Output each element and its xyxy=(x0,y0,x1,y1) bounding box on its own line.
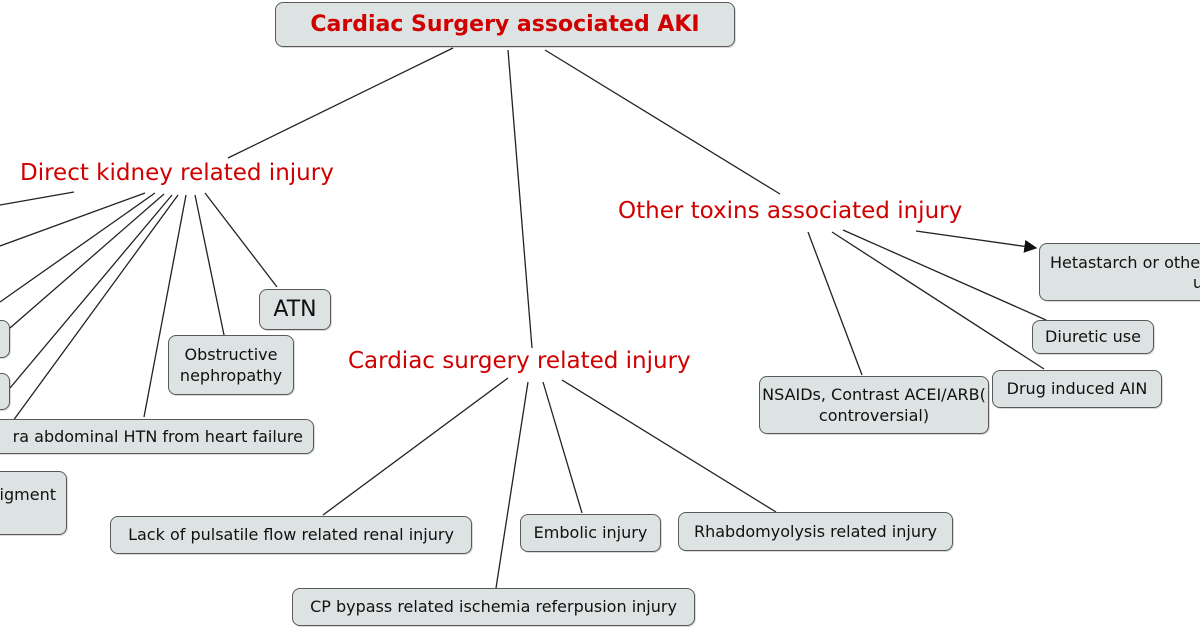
category-other-toxins: Other toxins associated injury xyxy=(618,198,963,224)
node-rhabdomyolysis: Rhabdomyolysis related injury xyxy=(678,512,953,551)
connector-direct-offleft-1 xyxy=(0,191,75,206)
node-drug-induced-ain: Drug induced AIN xyxy=(992,370,1162,408)
connector-surgery-rhabdo xyxy=(561,379,777,513)
node-diuretic-use: Diuretic use xyxy=(1032,320,1154,354)
connector-surgery-bypass xyxy=(495,381,529,589)
connector-direct-box2 xyxy=(9,194,173,389)
connector-direct-box3 xyxy=(9,194,179,426)
connector-direct-obstructive xyxy=(194,194,225,336)
connector-surgery-embolic xyxy=(542,381,583,514)
category-direct-kidney: Direct kidney related injury xyxy=(20,160,334,186)
connector-toxins-nsaids xyxy=(807,231,863,376)
node-embolic-injury: Embolic injury xyxy=(520,514,661,552)
node-pulsatile-flow: Lack of pulsatile flow related renal inj… xyxy=(110,516,472,554)
connector-direct-offleft-3 xyxy=(0,192,156,303)
connector-title-surgery xyxy=(507,49,533,349)
connector-toxins-ain xyxy=(831,231,1045,370)
hetastarch-line-1: Hetastarch or othe xyxy=(1050,253,1200,272)
hetastarch-line-2: u xyxy=(1193,273,1200,293)
connector-direct-atn xyxy=(204,192,278,288)
node-left-clipped-2 xyxy=(0,373,10,410)
connector-direct-intra xyxy=(143,194,187,418)
connector-surgery-pulsatile xyxy=(322,377,509,516)
node-hetastarch: Hetastarch or othe u xyxy=(1039,243,1200,301)
node-obstructive-nephropathy: Obstructive nephropathy xyxy=(168,335,294,395)
category-cardiac-surgery: Cardiac surgery related injury xyxy=(348,348,691,374)
node-pigment: igment xyxy=(0,471,67,535)
connector-toxins-diuretic xyxy=(842,229,1047,321)
node-intra-abdominal-htn: ra abdominal HTN from heart failure xyxy=(0,419,314,454)
connector-direct-offleft-2 xyxy=(0,192,146,247)
connector-direct-box1 xyxy=(9,193,165,329)
node-nsaids-contrast: NSAIDs, Contrast ACEI/ARB( controversial… xyxy=(759,376,989,434)
node-left-clipped-1 xyxy=(0,320,10,358)
connector-title-direct xyxy=(227,47,454,159)
connector-toxins-hetastarch xyxy=(915,230,1038,253)
title-node: Cardiac Surgery associated AKI xyxy=(275,2,735,47)
node-cp-bypass: CP bypass related ischemia referpusion i… xyxy=(292,588,695,626)
connector-title-toxins xyxy=(544,49,781,195)
node-atn: ATN xyxy=(259,289,331,330)
